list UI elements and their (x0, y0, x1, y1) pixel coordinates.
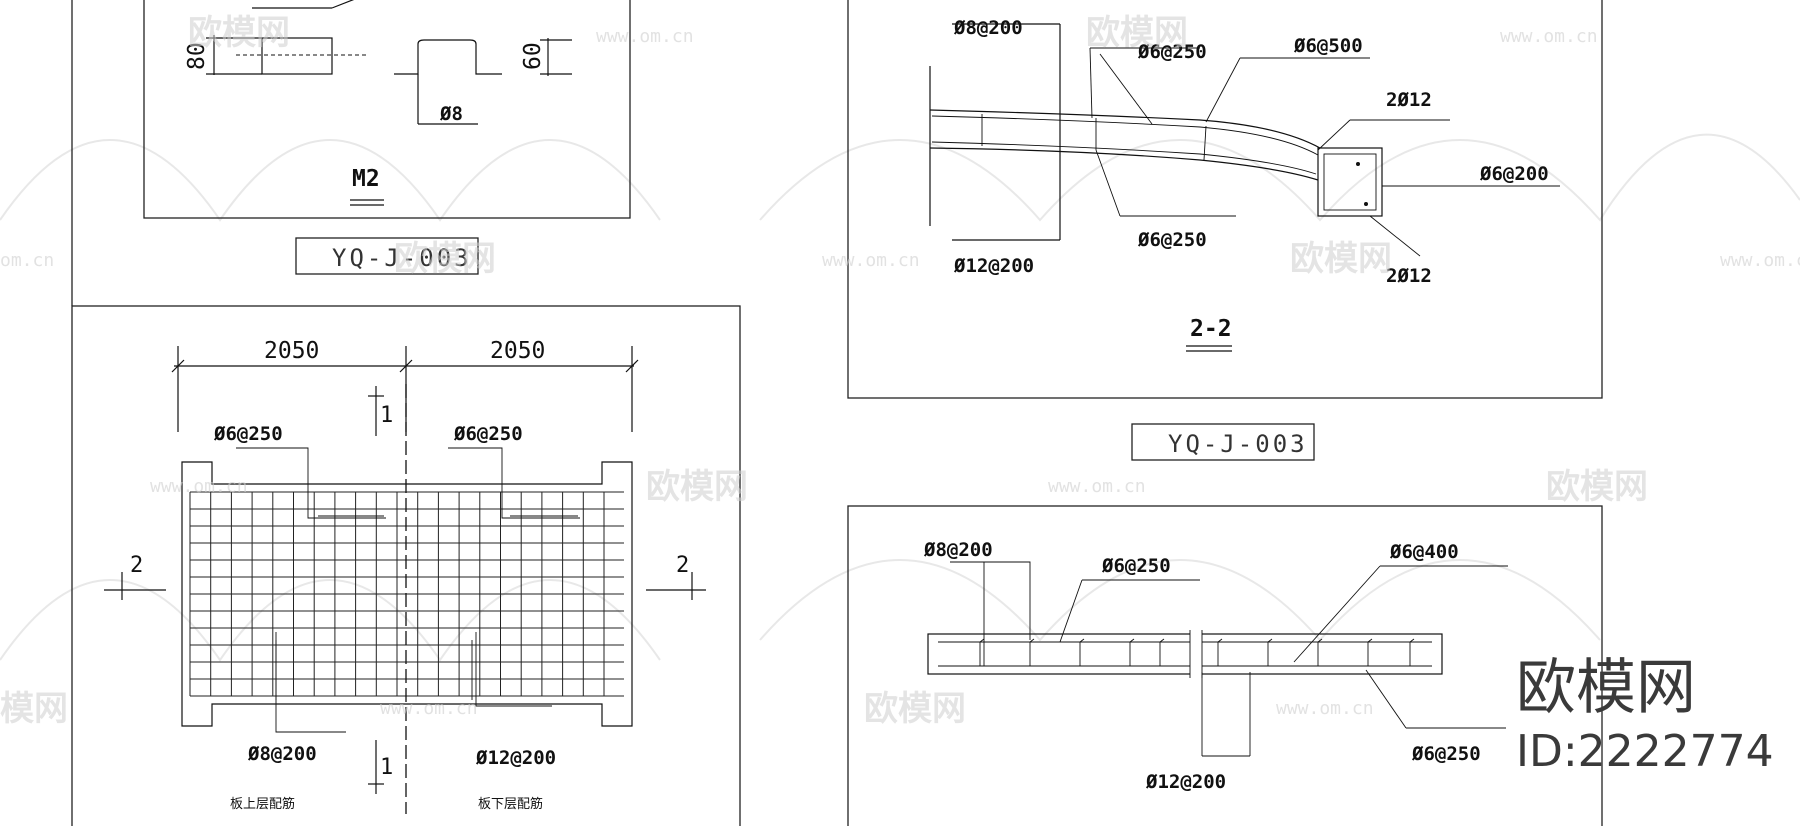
watermark-url: www.om.cn (1276, 698, 1374, 719)
dim-80-label: 80 (184, 42, 210, 70)
caption-top-layer: 板上层配筋 (230, 796, 295, 812)
plan-label-bottom-right: Ø12@200 (475, 747, 556, 769)
watermark-logo: 欧模网 (188, 13, 290, 53)
watermark-url: www.om.cn (150, 476, 248, 497)
section-mark-2-right: 2 (676, 553, 689, 578)
section-mark-1-top: 1 (380, 403, 393, 428)
plan-label-top-right: Ø6@250 (453, 423, 523, 445)
section-title-2-2: 2-2 (1190, 316, 1232, 342)
watermark-url: www.om.cn (1048, 476, 1146, 497)
strip-tie (1217, 638, 1223, 666)
strip-tie (1409, 638, 1415, 666)
watermark-logo: 欧模网 (1546, 467, 1648, 507)
watermark-url: www.om.cn (1720, 250, 1800, 271)
brand-id: ID:2222774 (1516, 726, 1774, 777)
section-mark-2-left: 2 (130, 553, 143, 578)
sec22-label-4: 2Ø12 (1386, 89, 1432, 111)
section-1-1-panel: Ø8@200 Ø6@250 Ø6@400 Ø12@200 Ø6@250 (847, 505, 1603, 826)
sec22-label-8: 2Ø12 (1386, 265, 1432, 287)
detail-title-m2: M2 (352, 166, 380, 192)
plan-label-top-left: Ø6@250 (213, 423, 283, 445)
watermark-url: www.om.cn (380, 698, 478, 719)
sec22-label-5: Ø6@200 (1479, 163, 1549, 185)
watermark-url-fragment: om.cn (0, 250, 54, 271)
brand-name: 欧模网 (1516, 653, 1696, 723)
dim-60-label: 60 (520, 42, 546, 70)
caption-bottom-layer: 板下层配筋 (478, 796, 543, 812)
plan-dim-left: 2050 (264, 338, 319, 364)
watermark-arcs (0, 133, 1800, 662)
watermark-url: www.om.cn (822, 250, 920, 271)
watermark-logo: 欧模网 (1086, 13, 1188, 53)
watermark-partial-logo: 模网 (0, 689, 68, 729)
watermark-url: www.om.cn (1500, 26, 1598, 47)
plan-label-bottom-left: Ø8@200 (247, 743, 317, 765)
strip-tie (1159, 638, 1165, 666)
strip-tie (1367, 638, 1373, 666)
watermark-layer: 欧模网 www.om.cn 欧模网 www.om.cn om.cn 欧模网 ww… (0, 13, 1800, 729)
strip-tie (1029, 638, 1035, 666)
section-mark-1-bottom: 1 (380, 755, 393, 780)
watermark-logo: 欧模网 (864, 689, 966, 729)
drawing-code-left: YQ-J-003 (332, 244, 472, 272)
brand-block: 欧模网 ID:2222774 (1516, 653, 1774, 777)
drawing-code-right: YQ-J-003 (1168, 430, 1308, 458)
sec22-label-1: Ø8@200 (953, 17, 1023, 39)
watermark-url: www.om.cn (596, 26, 694, 47)
drawing-code-box-left (295, 237, 479, 275)
bar-diameter-label: Ø8 (439, 103, 463, 125)
plan-dim-right: 2050 (490, 338, 545, 364)
sec11-label-1: Ø8@200 (923, 539, 993, 561)
watermark-logo: 欧模网 (1290, 239, 1392, 279)
strip-tie (1317, 638, 1323, 666)
sec11-label-2: Ø6@250 (1101, 555, 1171, 577)
sec11-label-4: Ø12@200 (1145, 771, 1226, 793)
strip-tie (1267, 638, 1273, 666)
sec11-label-3: Ø6@400 (1389, 541, 1459, 563)
watermark-logo: 欧模网 (394, 239, 496, 279)
strip-tie (979, 638, 985, 666)
slab-reinforcement-grid (189, 491, 624, 697)
watermark-logo: 欧模网 (646, 467, 748, 507)
strip-tie (1129, 638, 1135, 666)
strip-tie (1079, 638, 1085, 666)
sec22-label-3: Ø6@500 (1293, 35, 1363, 57)
sec22-label-6: Ø12@200 (953, 255, 1034, 277)
sec22-label-2: Ø6@250 (1137, 41, 1207, 63)
drawing-code-box-right (1131, 423, 1315, 461)
slab-strip-ties (979, 638, 1415, 666)
sec11-label-5: Ø6@250 (1411, 743, 1481, 765)
section-2-2-panel: Ø8@200 Ø6@250 Ø6@500 2Ø12 Ø6@200 Ø12@200… (847, 0, 1603, 461)
sec22-label-7: Ø6@250 (1137, 229, 1207, 251)
plan-panel: 2050 2050 1 1 2 2 Ø6@250 Ø6@250 Ø8@200 (71, 305, 741, 826)
top-left-panel: 80 Ø8 60 M2 YQ-J-003 (71, 0, 631, 306)
